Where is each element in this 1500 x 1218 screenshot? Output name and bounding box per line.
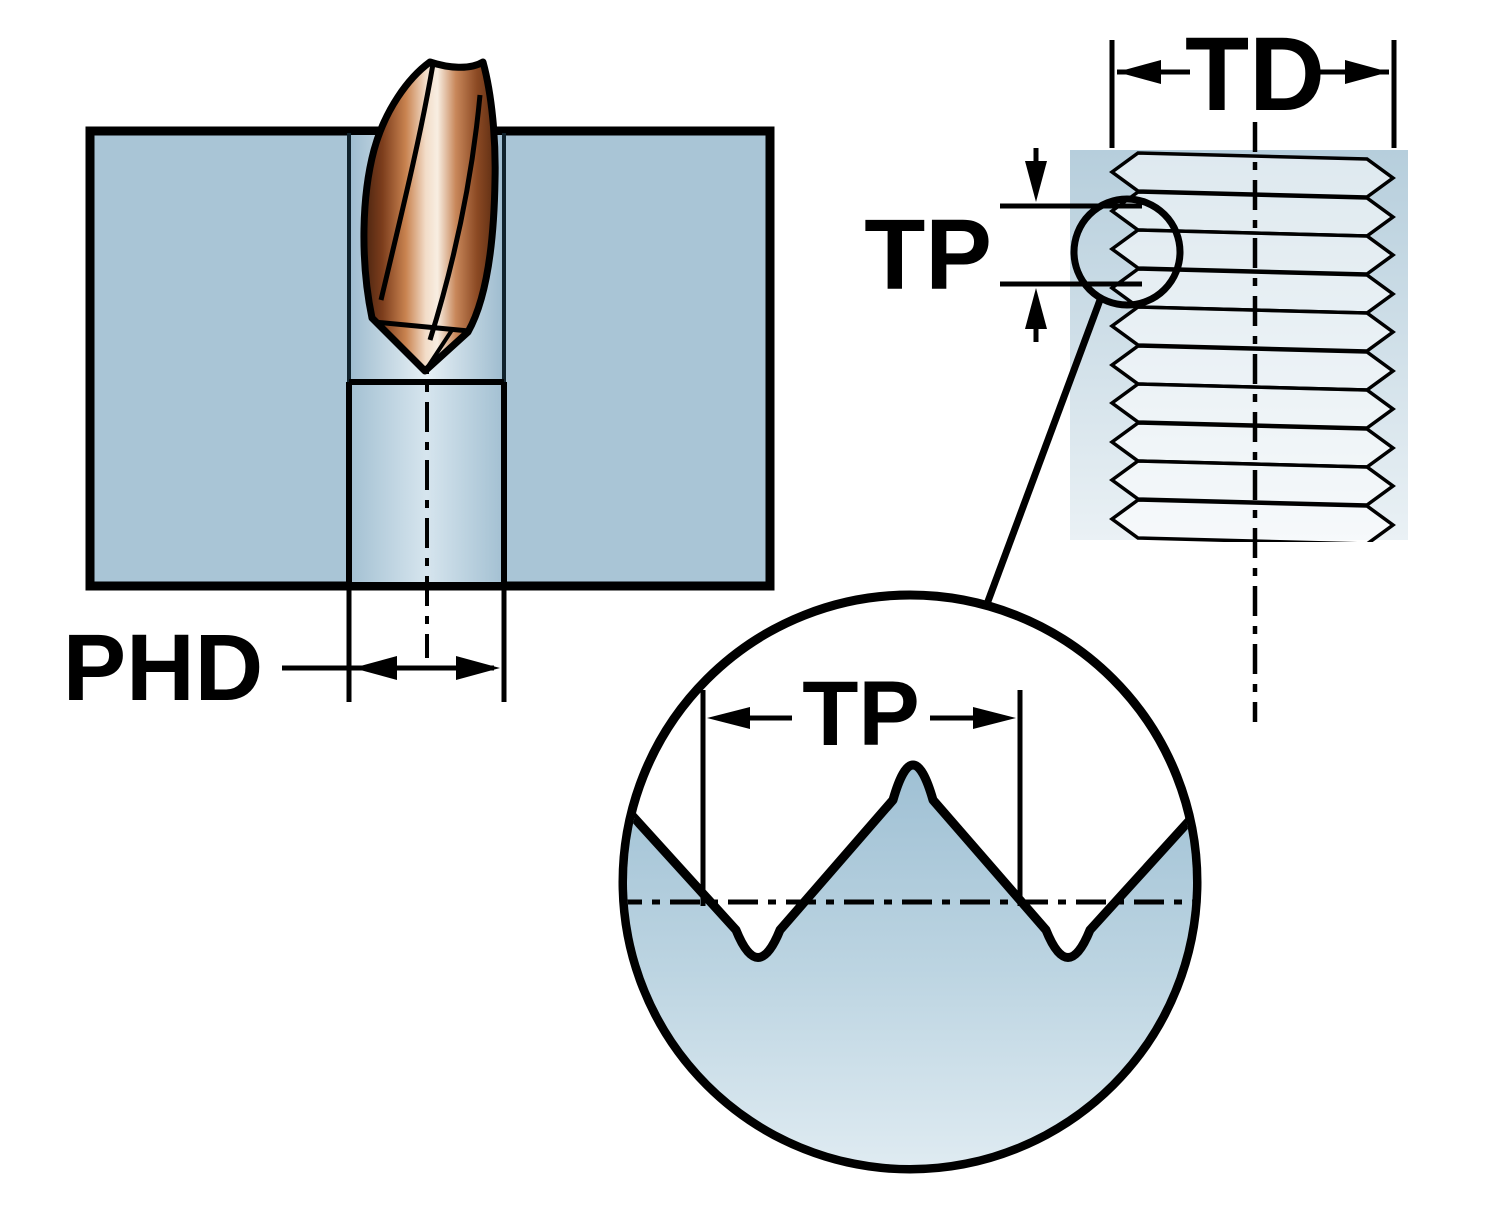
workpiece-figure: PHD [63, 58, 775, 721]
thread-section-figure: TD TP [864, 16, 1408, 722]
drill-flute-line-left [378, 63, 436, 301]
drill-point-facet-line [423, 328, 454, 373]
tp-detail-arrow-left [707, 707, 750, 729]
detail-view: TP [618, 590, 1202, 1174]
thread-band [1109, 228, 1396, 276]
tp-label: TP [864, 199, 992, 311]
thread-profile-line [627, 760, 1193, 962]
thread-profile-fill [627, 765, 1193, 1165]
drill-point-shoulder-line [373, 319, 470, 334]
tp-arrow-down [1025, 161, 1047, 202]
td-label: TD [1185, 16, 1325, 133]
tp-detail-dimension: TP [700, 663, 1023, 906]
drill-flute-line-right [427, 94, 483, 341]
thread-band [1109, 459, 1396, 507]
td-arrow-right [1345, 60, 1389, 84]
thread-band [1109, 151, 1396, 199]
phd-dimension: PHD [63, 590, 507, 721]
detail-leader-line [980, 298, 1104, 614]
drill-body [360, 58, 499, 375]
phd-label: PHD [63, 615, 264, 721]
thread-band [1109, 382, 1396, 430]
detail-indicator-circle [1070, 195, 1184, 309]
tp-arrow-up [1025, 288, 1047, 329]
tp-dimension: TP [864, 148, 1142, 342]
thread-band [1109, 498, 1396, 542]
tp-detail-arrow-right [973, 707, 1016, 729]
phd-arrow-left [353, 656, 397, 680]
thread-band [1109, 305, 1396, 353]
tp-detail-label: TP [802, 663, 920, 765]
phd-arrow-right [456, 656, 500, 680]
pilot-hole-outline [346, 379, 507, 583]
td-dimension: TD [1109, 16, 1397, 148]
thread-bands [1109, 151, 1396, 542]
drill-tool [360, 58, 499, 375]
detail-content [627, 760, 1193, 1165]
td-arrow-left [1117, 60, 1161, 84]
